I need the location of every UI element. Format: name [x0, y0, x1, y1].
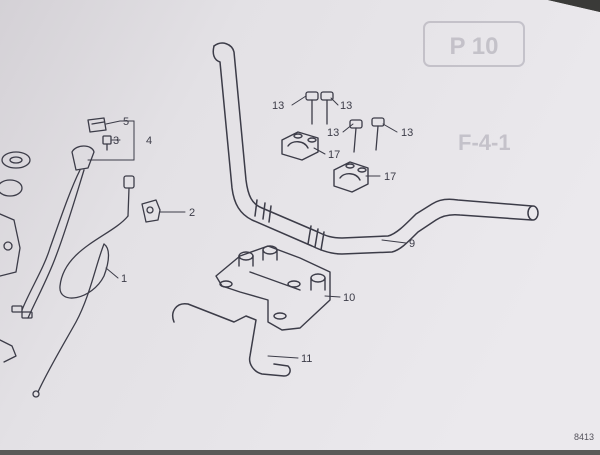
holder-part-17-b — [333, 161, 369, 193]
faint-heading: F-4-1 — [458, 130, 511, 155]
bolt-part-13-c — [349, 119, 363, 153]
bolt-part-13-b — [320, 91, 334, 125]
callout-2: 2 — [189, 207, 195, 219]
callout-13-c: 13 — [327, 127, 339, 139]
switch-cable-part-4 — [11, 145, 95, 319]
callout-13-a: 13 — [272, 100, 284, 112]
callout-10: 10 — [343, 292, 355, 304]
callout-11: 11 — [301, 353, 312, 365]
callout-17-a: 17 — [328, 149, 340, 161]
cable-joint-part-2 — [141, 199, 161, 223]
callout-13-d: 13 — [401, 127, 413, 139]
page-corner-shadow — [548, 0, 600, 12]
throttle-cable-part-1 — [32, 175, 135, 398]
callout-4: 4 — [146, 135, 152, 147]
callout-13-b: 13 — [340, 100, 352, 112]
leader-lines — [87, 95, 407, 359]
handlebar-part-9 — [212, 42, 539, 255]
left-edge-parts — [0, 151, 31, 363]
page-code-label: P 10 — [450, 33, 499, 60]
wire-bracket-part-11 — [172, 303, 291, 377]
bolt-part-13-d — [371, 117, 385, 151]
callout-17-b: 17 — [384, 171, 396, 183]
callout-5: 5 — [123, 116, 129, 128]
callout-3: 3 — [113, 135, 119, 147]
callout-1: 1 — [121, 273, 127, 285]
holder-plate-part-10 — [215, 245, 331, 331]
callout-9: 9 — [409, 238, 415, 250]
corner-code: 8413 — [574, 432, 594, 442]
holder-part-17-a — [281, 131, 319, 161]
page-code-box: P 10 — [423, 21, 525, 67]
screw-part-3 — [102, 135, 112, 151]
cap-part-5 — [87, 117, 107, 133]
